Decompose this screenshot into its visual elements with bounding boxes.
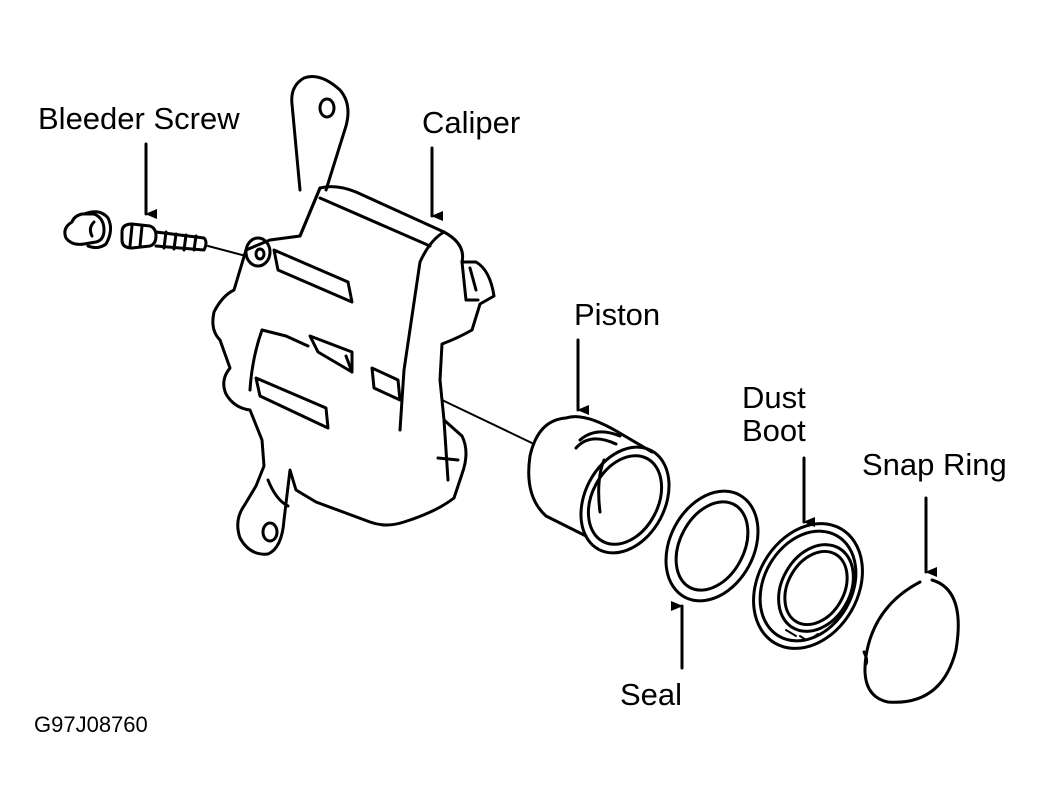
axis-line bbox=[441, 399, 535, 445]
label-bleeder-screw: Bleeder Screw bbox=[38, 101, 240, 136]
label-caliper: Caliper bbox=[422, 105, 521, 140]
bleeder-leader-line bbox=[207, 245, 247, 257]
bleeder-cap bbox=[63, 210, 113, 250]
seal bbox=[664, 489, 760, 603]
label-dust-boot-line-1: Dust bbox=[742, 380, 806, 415]
snap-ring bbox=[862, 578, 960, 704]
label-seal: Seal bbox=[620, 677, 683, 712]
label-dust-boot-line-2: Boot bbox=[742, 413, 806, 449]
bleeder-screw bbox=[120, 222, 208, 252]
dust-boot bbox=[752, 522, 864, 650]
label-dust-boot: Dust Boot bbox=[742, 381, 806, 448]
caliper-body bbox=[211, 75, 496, 556]
label-snap-ring: Snap Ring bbox=[862, 447, 1007, 482]
label-piston: Piston bbox=[574, 297, 661, 332]
piston bbox=[527, 415, 671, 555]
figure-id: G97J08760 bbox=[34, 712, 148, 737]
